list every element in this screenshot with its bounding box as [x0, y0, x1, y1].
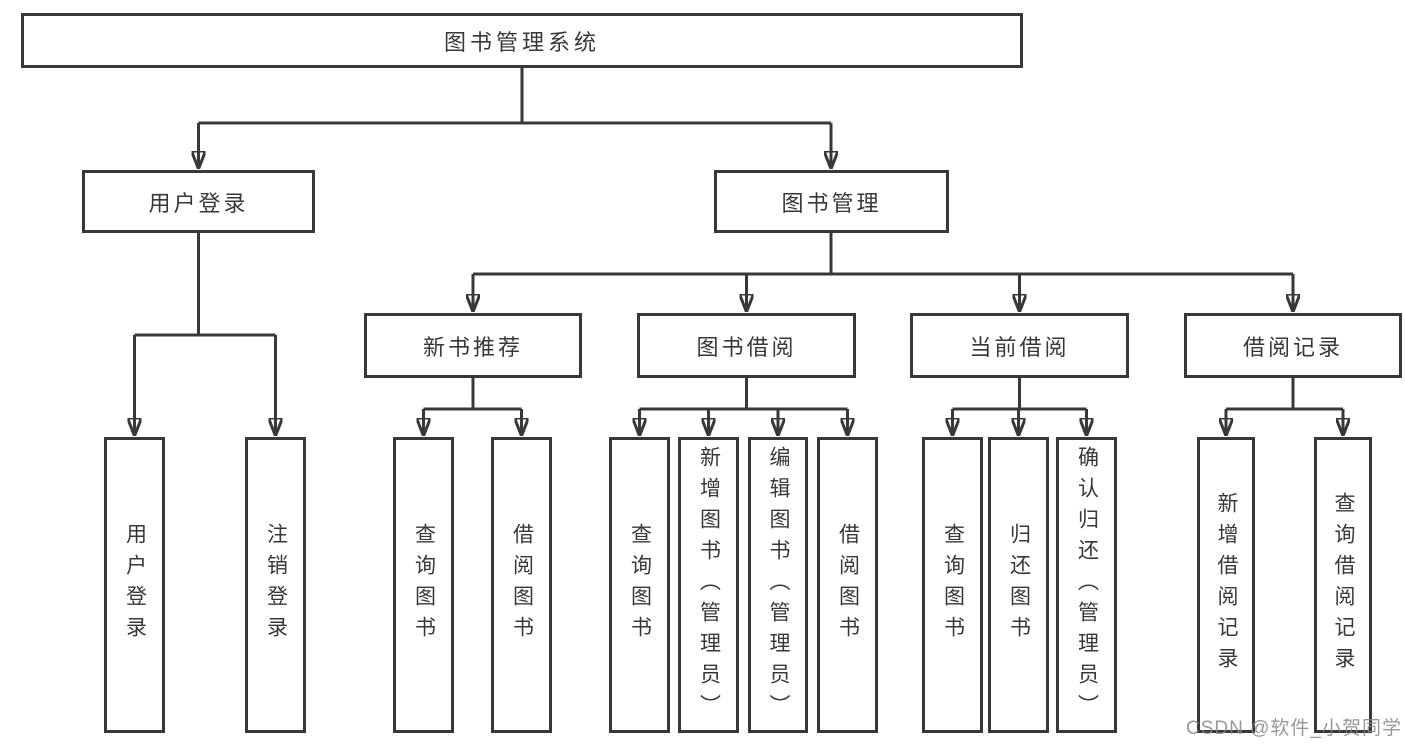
leaf-add-borrow-record: 新增借阅记录 — [1197, 437, 1255, 733]
leaf-user-login: 用户登录 — [104, 437, 165, 733]
leaf-edit-book-admin: 编辑图书（管理员） — [748, 437, 808, 733]
leaf-query-books-borrow: 查询图书 — [609, 437, 670, 733]
leaf-query-books-current: 查询图书 — [922, 437, 983, 733]
csdn-watermark: CSDN @软件_小贺同学 — [1186, 718, 1402, 739]
leaf-add-book-admin: 新增图书（管理员） — [678, 437, 739, 733]
node-root: 图书管理系统 — [21, 13, 1023, 68]
leaf-borrow-books-recommend: 借阅图书 — [491, 437, 552, 733]
node-user-login: 用户登录 — [82, 170, 315, 233]
leaf-query-books-recommend: 查询图书 — [393, 437, 454, 733]
leaf-logout: 注销登录 — [245, 437, 306, 733]
leaf-borrow-books: 借阅图书 — [817, 437, 878, 733]
node-book-borrow: 图书借阅 — [637, 313, 856, 378]
leaf-query-borrow-record: 查询借阅记录 — [1314, 437, 1372, 733]
leaf-return-book: 归还图书 — [988, 437, 1049, 733]
node-new-book-recommend: 新书推荐 — [364, 313, 582, 378]
leaf-confirm-return-admin: 确认归还（管理员） — [1056, 437, 1117, 733]
node-borrow-records: 借阅记录 — [1184, 313, 1402, 378]
node-current-borrow: 当前借阅 — [910, 313, 1129, 378]
node-book-management: 图书管理 — [714, 170, 949, 233]
